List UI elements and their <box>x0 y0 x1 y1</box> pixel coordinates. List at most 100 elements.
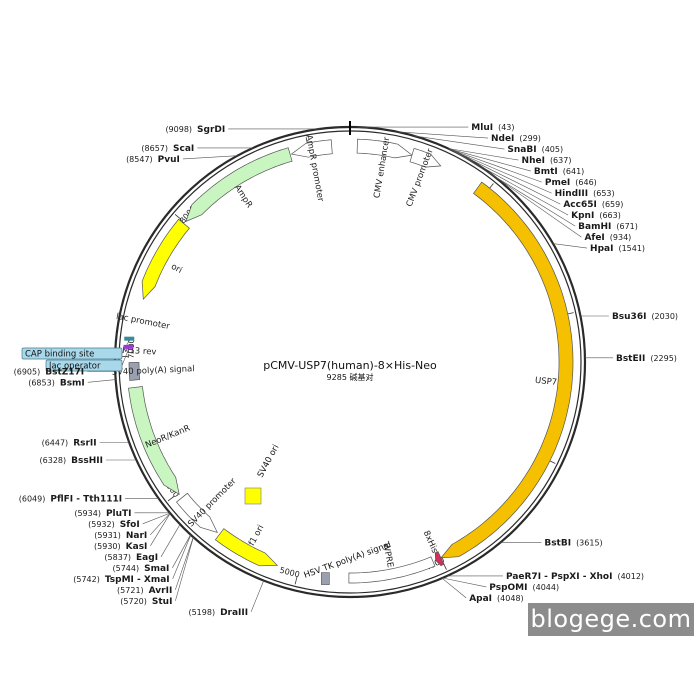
site-position: (5837) <box>104 553 131 562</box>
site-name: EagI <box>136 553 158 563</box>
feature-neor-kanr <box>128 386 180 496</box>
site-leader <box>452 150 576 227</box>
site-leader <box>175 537 194 601</box>
site-stui: StuI (5720) <box>120 597 172 607</box>
site-name: BstBI <box>544 538 571 548</box>
restriction-sites: MluI(43)NdeI(299)SnaBI(405)NheI(637)BmtI… <box>14 123 678 618</box>
site-leader <box>448 148 519 161</box>
site-leader <box>552 243 588 249</box>
feature-ampr-promoter <box>290 139 333 158</box>
site-acc65i: Acc65I(659) <box>563 200 623 210</box>
site-name: AfeI <box>584 233 604 243</box>
site-mlui: MluI(43) <box>471 123 514 133</box>
site-position: (4048) <box>497 594 524 603</box>
site-position: (8657) <box>141 144 168 153</box>
site-position: (4012) <box>617 572 644 581</box>
site-name: BstEII <box>616 354 645 364</box>
feature-label-ampr: AmpR <box>232 183 254 210</box>
site-position: (641) <box>563 167 585 176</box>
site-kpni: KpnI(663) <box>571 211 621 221</box>
site-kasi: KasI(5930) <box>94 542 147 552</box>
site-name: NheI <box>522 156 545 166</box>
site-leader <box>172 534 192 579</box>
site-leader <box>150 513 171 546</box>
site-bsshii: BssHII(6328) <box>40 456 103 466</box>
site-name: SfoI <box>120 520 140 530</box>
site-leader <box>87 379 116 383</box>
site-position: (5720) <box>120 597 147 606</box>
site-position: (653) <box>593 189 615 198</box>
site-leader <box>413 135 505 150</box>
site-name: SgrDI <box>197 125 225 135</box>
site-bsu36i: Bsu36I (2030) <box>612 312 678 322</box>
site-name: BsmI <box>60 378 85 388</box>
callout-label-cap-binding-site: CAP binding site <box>25 350 94 360</box>
site-pvui: PvuI(8547) <box>126 155 180 165</box>
site-position: (6328) <box>40 456 67 465</box>
site-name: ScaI <box>173 144 194 154</box>
site-apai: ApaI(4048) <box>469 594 523 604</box>
label-m13-rev: M13 rev <box>122 346 157 358</box>
site-position: (6447) <box>42 439 69 448</box>
site-name: HindIII <box>555 189 589 199</box>
site-leader <box>150 512 171 536</box>
tick-mark <box>294 576 298 585</box>
site-position: (3615) <box>576 538 603 547</box>
site-position: (5930) <box>94 542 121 551</box>
site-position: (2030) <box>651 312 678 321</box>
box-label-sv40-ori: SV40 ori <box>256 443 282 479</box>
site-position: (5742) <box>73 575 100 584</box>
site-hindiii: HindIII (653) <box>555 189 615 199</box>
plasmid-name: pCMV-USP7(human)-8×His-Neo <box>263 359 437 372</box>
tick-label: 5000 <box>279 566 301 580</box>
site-position: (1541) <box>618 244 645 253</box>
site-name: BstZ17I <box>45 367 84 377</box>
site-leader <box>175 537 194 590</box>
site-position: (659) <box>602 200 624 209</box>
feature-label-ori: ori <box>169 262 183 276</box>
marker-cap-binding-site <box>124 336 135 341</box>
feature-cmv-enhancer <box>356 138 413 159</box>
site-ndei: NdeI(299) <box>491 134 541 144</box>
feature-ori <box>141 218 190 301</box>
site-smai: SmaI(5744) <box>112 564 169 574</box>
site-leader <box>488 172 582 238</box>
site-sfoi: SfoI (5932) <box>88 520 140 530</box>
feature-cmv-promoter <box>409 147 442 168</box>
site-position: (934) <box>610 233 632 242</box>
site-pmei: PmeI (646) <box>545 178 597 188</box>
site-position: (637) <box>550 156 572 165</box>
site-position: (8547) <box>126 155 153 164</box>
callout-leader <box>121 346 130 366</box>
site-position: (663) <box>599 211 621 220</box>
site-leader <box>397 131 489 139</box>
feature-label-usp7: USP7 <box>534 376 557 388</box>
site-name: NdeI <box>491 134 514 144</box>
site-name: PmeI <box>545 178 570 188</box>
site-tspmi-xmai: TspMI - XmaI(5742) <box>73 575 169 585</box>
site-position: (5744) <box>112 564 139 573</box>
site-position: (405) <box>542 145 564 154</box>
site-position: (5931) <box>94 531 121 540</box>
site-position: (5721) <box>117 586 144 595</box>
site-name: StuI <box>152 597 173 607</box>
site-name: Bsu36I <box>612 312 647 322</box>
site-bsmi: BsmI (6853) <box>28 378 85 388</box>
site-bstbi: BstBI (3615) <box>544 538 602 548</box>
site-position: (6905) <box>14 367 41 376</box>
site-name: PluTI <box>106 509 132 519</box>
site-leader <box>250 580 264 612</box>
site-bamhi: BamHI(671) <box>578 222 638 232</box>
site-leader <box>450 149 552 194</box>
site-position: (646) <box>575 178 597 187</box>
site-pflfi-tth111i: PflFI - Tth111I(6049) <box>19 494 122 504</box>
site-position: (6853) <box>28 378 55 387</box>
site-position: (5932) <box>88 520 115 529</box>
site-name: BamHI <box>578 222 611 232</box>
feature-label-sv40-poly-a-signal: SV40 poly(A) signal <box>112 364 195 378</box>
site-name: PspOMI <box>489 583 527 593</box>
site-rsrii: RsrII(6447) <box>42 439 97 449</box>
site-name: HpaI <box>590 244 613 254</box>
